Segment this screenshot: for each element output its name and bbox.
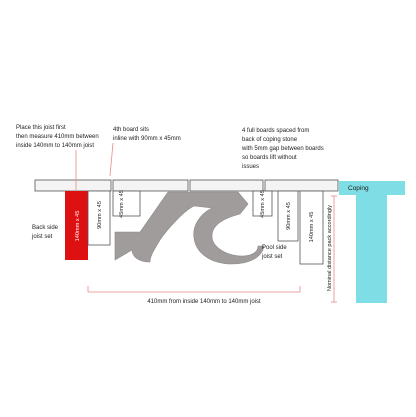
note-first-joist-line-2: then measure 410mm between	[16, 134, 99, 140]
right-45-joist-label: 45mm x 45	[260, 190, 266, 218]
leader-fourth-board	[109, 142, 114, 177]
left-90-joist	[87, 190, 111, 246]
note-full-boards-line-3: with 5mm gap between boards	[241, 146, 324, 152]
note-full-boards: 4 full boards spaced from back of coping…	[241, 128, 325, 170]
note-fourth-board-line-2: inline with 90mm x 45mm	[113, 136, 181, 142]
coping-label: Coping	[348, 185, 369, 192]
left-45-joist	[112, 190, 141, 217]
deck-board-1	[34, 179, 112, 192]
left-90-joist-label: 90mm x 45	[97, 201, 103, 229]
pack-label: Nominal distance pack accordingly	[327, 205, 333, 291]
red-joist	[65, 191, 88, 260]
support-bracket	[114, 191, 265, 265]
back-joist-set-line-2: joist set	[31, 234, 53, 240]
left-45-joist-label: 45mm x 45	[119, 190, 125, 218]
right-140-joist	[299, 190, 324, 265]
note-first-joist-line-1: Place this joist first	[16, 125, 66, 131]
note-full-boards-line-2: back of coping stone	[242, 137, 298, 143]
back-joist-set-label: Back side joist set	[31, 225, 60, 240]
note-first-joist-line-3: inside 140mm to 140mm joist	[16, 143, 94, 149]
note-first-joist: Place this joist first then measure 410m…	[16, 125, 100, 149]
span-label: 410mm from inside 140mm to 140mm joist	[147, 299, 261, 305]
back-joist-set-line-1: Back side	[32, 225, 59, 231]
red-joist-label: 140mm x 45	[75, 211, 81, 242]
note-full-boards-line-1: 4 full boards spaced from	[242, 128, 309, 134]
pool-joist-set-label: Pool side joist set	[261, 245, 288, 260]
note-fourth-board: 4th board sits inline with 90mm x 45mm	[113, 127, 181, 142]
pool-joist-set-line-1: Pool side	[262, 245, 287, 251]
note-fourth-board-line-1: 4th board sits	[113, 127, 149, 133]
note-full-boards-line-4: so boards lift without	[242, 155, 297, 161]
right-90-joist-label: 90mm x 45	[286, 202, 292, 230]
coping-stone-body	[356, 195, 387, 303]
note-full-boards-line-5: issues	[242, 164, 259, 170]
coping-stone-top	[339, 181, 405, 195]
right-90-joist	[277, 190, 299, 242]
pool-joist-set-line-2: joist set	[261, 254, 283, 260]
right-45-joist	[252, 190, 273, 217]
left-45-joist-label-line: 45mm x 45	[119, 190, 125, 218]
deck-board-2	[112, 179, 189, 192]
right-140-joist-label: 140mm x 45	[309, 212, 315, 243]
deck-board-3	[189, 179, 264, 192]
deck-board-4	[264, 179, 339, 192]
